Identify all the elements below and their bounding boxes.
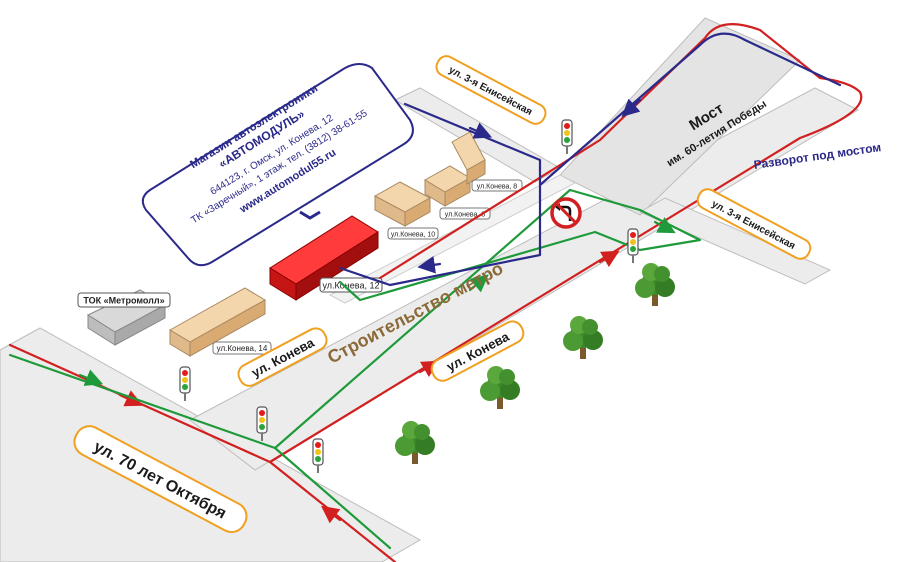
route-red-arrow-4	[320, 505, 342, 524]
route-red-arrow-1	[118, 390, 143, 407]
tag-k10: ул.Конева, 10	[387, 227, 439, 240]
route-green-arrow-3	[653, 217, 676, 234]
roads	[0, 17, 860, 562]
traffic-light-icon	[627, 228, 639, 264]
routes	[8, 23, 863, 562]
route-red-arrow-3	[598, 250, 620, 268]
building-koneva-10	[373, 181, 432, 227]
traffic-light-icon	[179, 366, 191, 402]
k8b-label: ул.Конева, 8	[477, 184, 518, 191]
k14-label: ул.Конева, 14	[217, 344, 268, 353]
building-koneva-14	[169, 287, 266, 357]
route-red-arrow-2	[418, 360, 440, 378]
route-blue-bridge	[538, 32, 842, 187]
route-blue-arrow-2	[417, 256, 442, 274]
k10-label: ул.Конева, 10	[391, 232, 435, 239]
street-enisey-top: ул. 3-я Енисейская	[447, 65, 534, 118]
road-enisey-right	[638, 197, 832, 285]
arrow-down-icon	[299, 210, 321, 220]
route-green-arrow-2	[468, 274, 489, 293]
no-left-turn-icon	[550, 197, 582, 229]
building-koneva-8-b	[451, 131, 486, 185]
route-blue	[338, 102, 542, 287]
store-callout: Магазин автоэлектроники «АВТОМОДУЛЬ» 644…	[141, 63, 414, 267]
route-green-arrow-1	[78, 369, 104, 386]
traffic-light-icon	[561, 119, 573, 155]
building-tags: ТОК «Метромолл» ул.Конева, 14 ул.Конева,…	[77, 179, 523, 355]
tree-icon	[480, 366, 520, 409]
route-blue-arrow-3	[621, 98, 642, 117]
route-red-main	[268, 23, 863, 464]
route-green-main	[273, 188, 702, 450]
tag-mall: ТОК «Метромолл»	[77, 292, 171, 308]
tree-icon	[395, 421, 435, 464]
tree-icon	[563, 316, 603, 359]
traffic-light-icon	[312, 438, 324, 474]
tag-k8b: ул.Конева, 8	[471, 179, 523, 192]
tag-k14: ул.Конева, 14	[212, 341, 272, 355]
route-blue-arrow-1	[468, 122, 493, 139]
k8a-label: ул.Конева, 8	[445, 212, 486, 219]
target-building-koneva-12	[269, 215, 379, 301]
tree-icon	[635, 263, 675, 306]
k12-label: ул.Конева, 12	[323, 281, 380, 291]
mall-label: ТОК «Метромолл»	[83, 296, 164, 306]
road-70-let-oktyabrya	[0, 327, 422, 562]
building-koneva-8-a	[424, 165, 471, 207]
